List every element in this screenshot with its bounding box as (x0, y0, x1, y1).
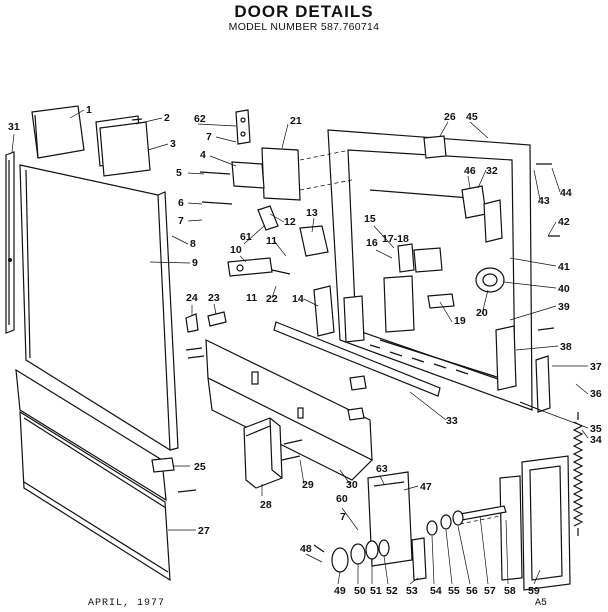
callout-27: 27 (198, 525, 210, 537)
part-side-trim (5, 151, 15, 334)
part-washers (331, 510, 464, 573)
part-panel-small (31, 105, 85, 159)
callout-48: 48 (300, 543, 312, 555)
callout-43: 43 (538, 195, 550, 207)
part-bracket (313, 285, 365, 343)
callout-7b: 7 (178, 215, 184, 227)
callout-47: 47 (420, 481, 432, 493)
callout-56: 56 (466, 585, 478, 597)
callout-7c: 7 (340, 511, 346, 523)
callout-37: 37 (590, 361, 602, 373)
callout-41: 41 (558, 261, 570, 273)
callout-49: 49 (334, 585, 346, 597)
callout-59: 59 (528, 585, 540, 597)
callout-60: 60 (336, 493, 348, 505)
part-lower-bracket (367, 471, 427, 581)
callout-11b: 11 (246, 292, 257, 304)
callout-52: 52 (386, 585, 398, 597)
callout-24: 24 (186, 292, 198, 304)
callout-2: 2 (164, 112, 170, 124)
callout-55: 55 (448, 585, 460, 597)
callout-3: 3 (170, 138, 176, 150)
callout-9: 9 (192, 257, 198, 269)
callout-36: 36 (590, 388, 602, 400)
callout-58: 58 (504, 585, 516, 597)
callout-33: 33 (446, 415, 458, 427)
callout-31: 31 (8, 121, 20, 133)
callout-22: 22 (266, 293, 278, 305)
part-upper-latch (423, 135, 503, 243)
callout-labels: 1 2 3 4 5 6 7 7 7 8 9 10 11 11 12 13 14 … (8, 104, 602, 597)
callout-54: 54 (430, 585, 442, 597)
callout-63: 63 (376, 463, 388, 475)
footer-date: APRIL, 1977 (88, 598, 166, 609)
part-hinge-arm (227, 225, 329, 277)
callout-35: 35 (590, 423, 602, 435)
part-dispenser (383, 243, 505, 333)
callout-6: 6 (178, 197, 184, 209)
part-liner-channel (205, 339, 374, 481)
callout-57: 57 (484, 585, 496, 597)
part-hinge-housing (499, 455, 571, 591)
callout-38: 38 (560, 341, 572, 353)
callout-51: 51 (370, 585, 382, 597)
model-number: MODEL NUMBER 587.760714 (228, 21, 380, 33)
callout-32: 32 (486, 165, 498, 177)
callout-10: 10 (230, 244, 242, 256)
part-panel-insert (95, 115, 151, 177)
part-block (243, 417, 283, 489)
callout-26: 26 (444, 111, 456, 123)
callout-29: 29 (302, 479, 314, 491)
part-outer-door-panel (19, 164, 179, 452)
callout-44: 44 (560, 187, 572, 199)
callout-50: 50 (354, 585, 366, 597)
callout-16: 16 (366, 237, 378, 249)
callout-7a: 7 (206, 131, 212, 143)
callout-5: 5 (176, 167, 182, 179)
callout-40: 40 (558, 283, 570, 295)
callout-14: 14 (292, 293, 304, 305)
callout-21: 21 (290, 115, 302, 127)
part-strip (273, 321, 441, 397)
callout-12: 12 (284, 216, 296, 228)
part-pin (459, 505, 507, 521)
part-spring (572, 412, 584, 536)
part-right-hinge (495, 325, 551, 413)
callout-23: 23 (208, 292, 220, 304)
callout-8: 8 (190, 238, 196, 250)
callout-13: 13 (306, 207, 318, 219)
callout-39: 39 (558, 301, 570, 313)
callout-62: 62 (194, 113, 206, 125)
callout-34: 34 (590, 434, 602, 446)
callout-15: 15 (364, 213, 376, 225)
callout-46: 46 (464, 165, 476, 177)
callout-4: 4 (200, 149, 206, 161)
callout-45: 45 (466, 111, 478, 123)
callout-25: 25 (194, 461, 206, 473)
alignment-lines (299, 149, 501, 525)
callout-19: 19 (454, 315, 466, 327)
callout-1: 1 (86, 104, 92, 116)
callout-42: 42 (558, 216, 570, 228)
leader-lines (11, 109, 589, 585)
callout-61: 61 (240, 231, 252, 243)
callout-30: 30 (346, 479, 358, 491)
callout-11a: 11 (266, 235, 277, 247)
page-title: DOOR DETAILS (234, 2, 374, 21)
part-kick-panel (15, 368, 175, 582)
callout-53: 53 (406, 585, 418, 597)
callout-28: 28 (260, 499, 272, 511)
footer-page-number: A5 (535, 598, 548, 609)
part-screws (177, 163, 560, 553)
part-clips (185, 311, 227, 333)
part-latch-mechanism (199, 109, 301, 231)
